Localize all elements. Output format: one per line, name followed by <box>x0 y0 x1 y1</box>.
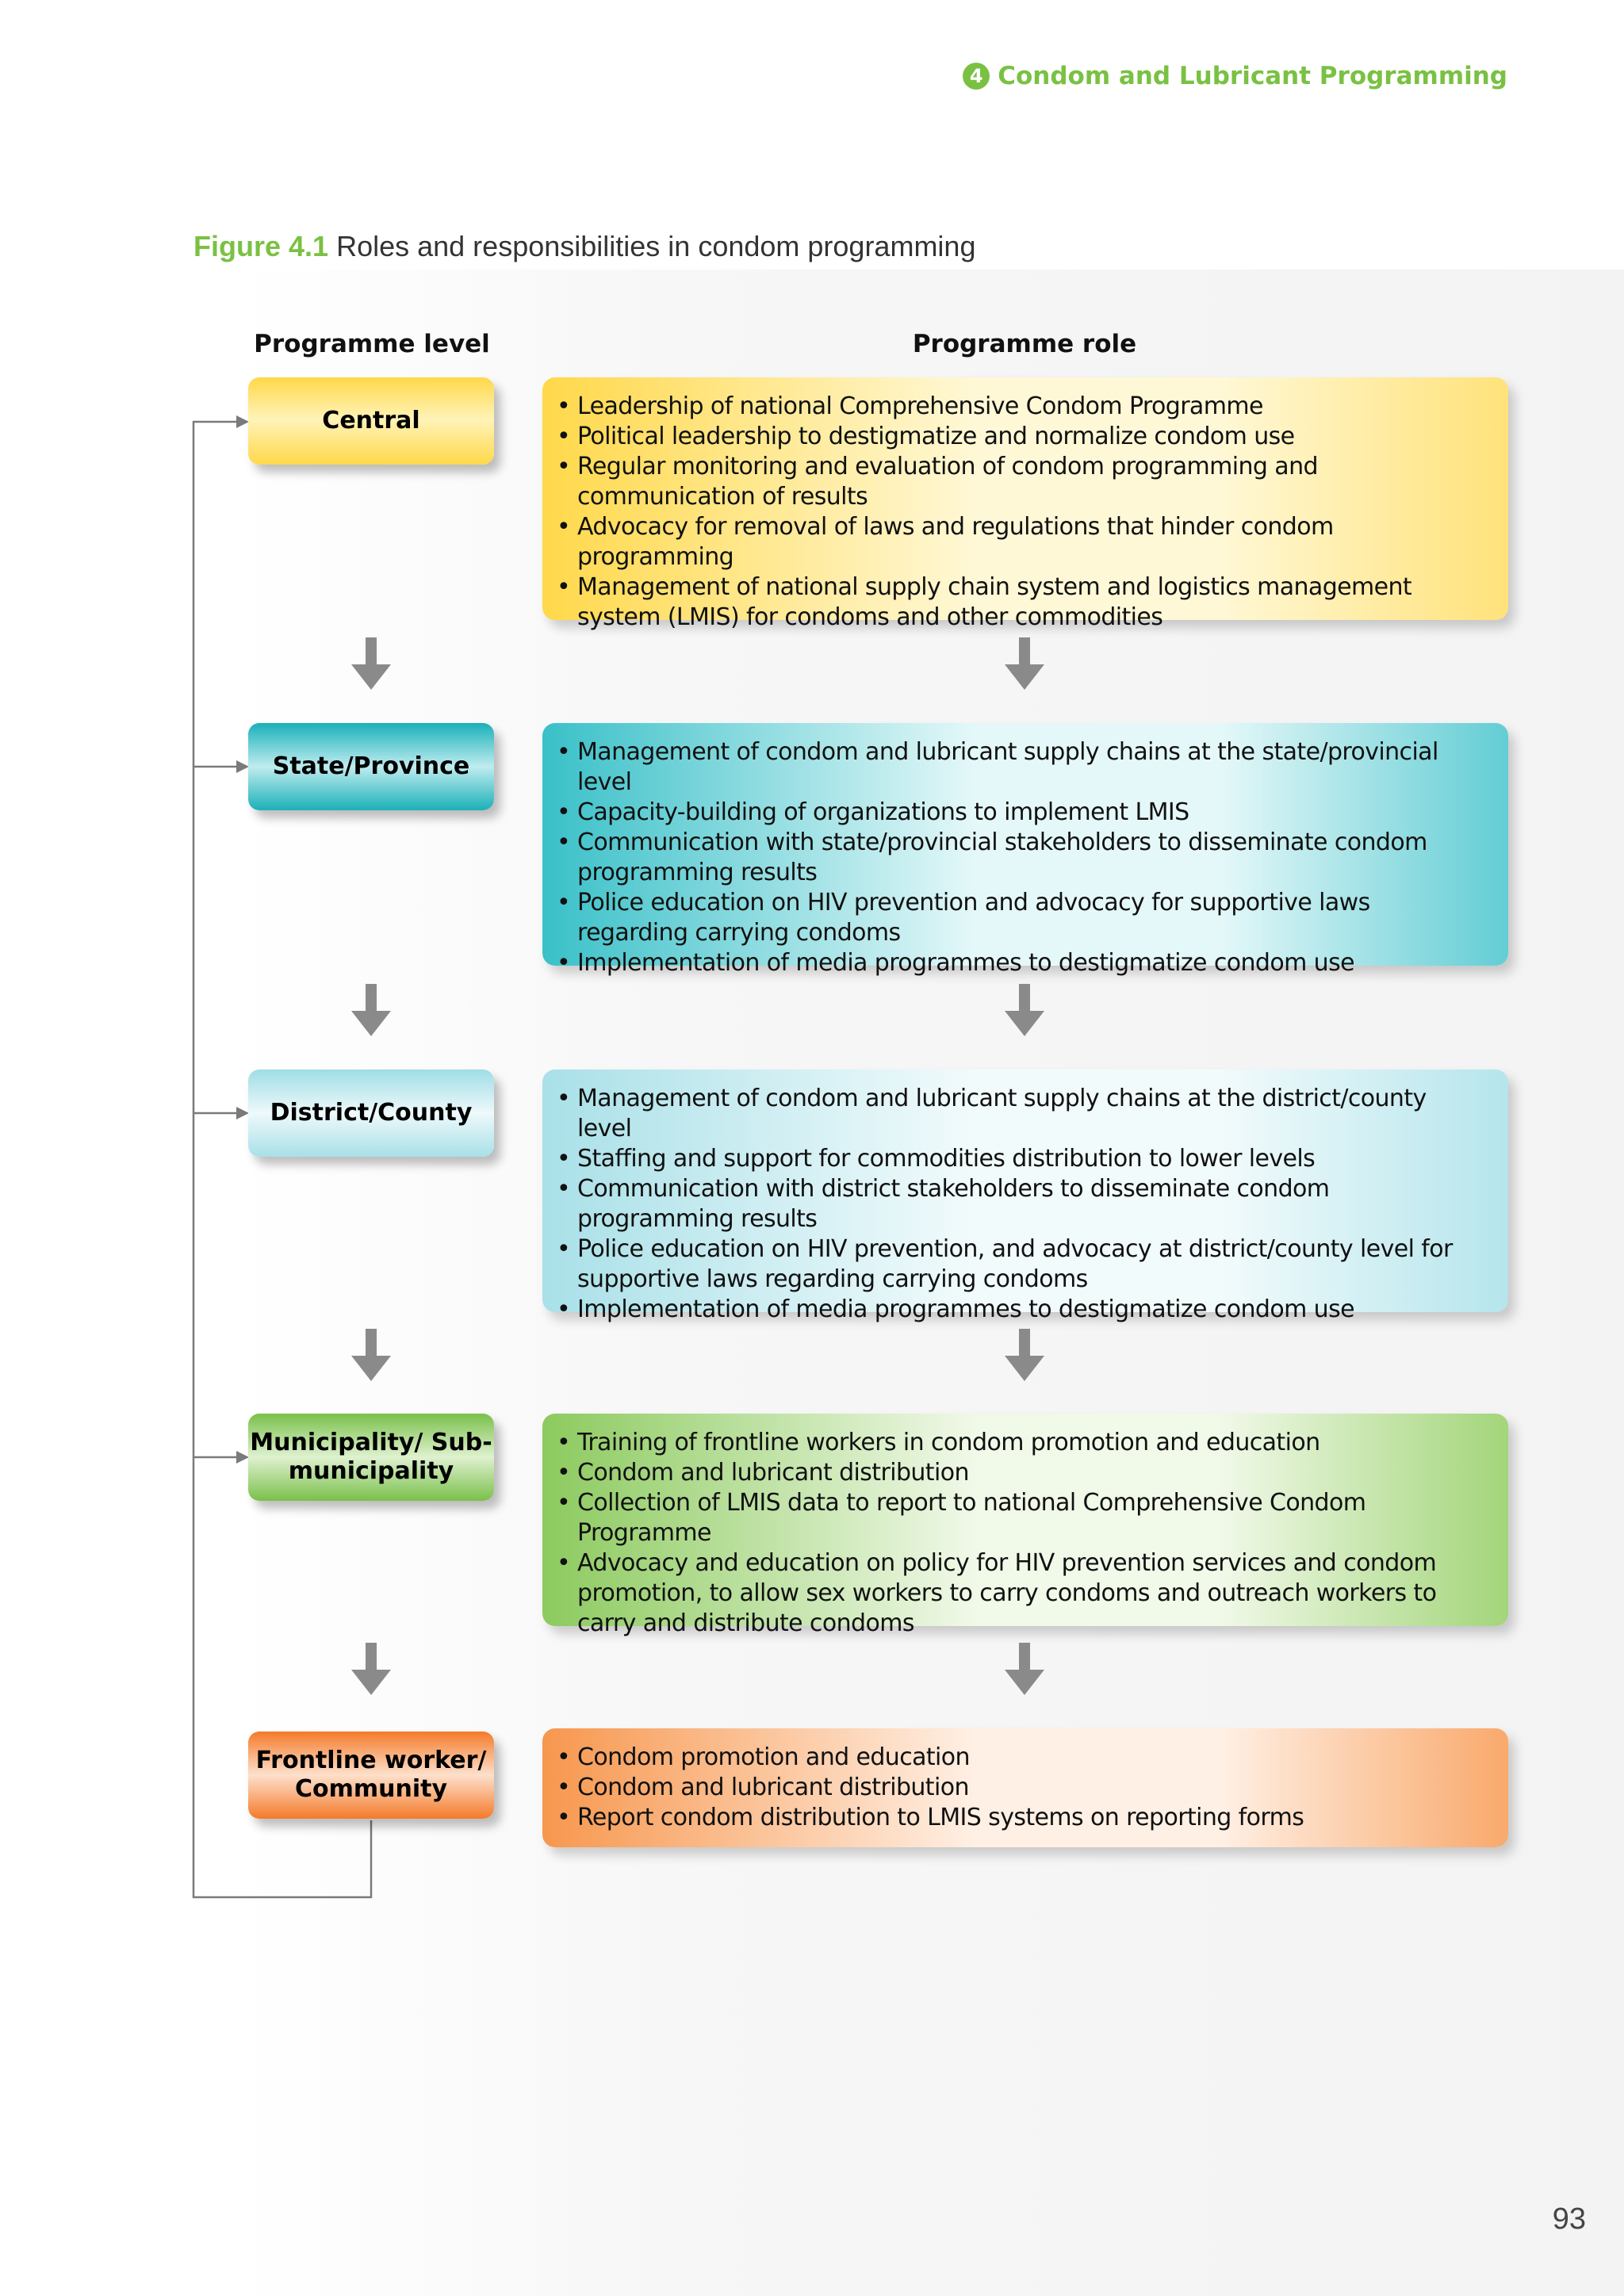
role-item: Collection of LMIS data to report to nat… <box>553 1488 1484 1548</box>
column-header-role: Programme role <box>912 330 1137 358</box>
role-item: Management of national supply chain syst… <box>553 572 1484 633</box>
role-item: Report condom distribution to LMIS syste… <box>553 1803 1484 1833</box>
down-arrow-icon <box>351 637 391 690</box>
role-box-district-county: Management of condom and lubricant suppl… <box>542 1070 1508 1325</box>
figure-label: Figure 4.1 <box>193 230 329 262</box>
role-item: Political leadership to destigmatize and… <box>553 422 1484 452</box>
down-arrow-icon <box>1005 1329 1044 1381</box>
chapter-title: Condom and Lubricant Programming <box>998 62 1507 90</box>
role-item: Training of frontline workers in condom … <box>553 1428 1484 1458</box>
role-item: Advocacy and education on policy for HIV… <box>553 1548 1484 1639</box>
down-arrow-icon <box>1005 1643 1044 1695</box>
page-number: 93 <box>1552 2202 1586 2236</box>
role-item: Leadership of national Comprehensive Con… <box>553 392 1484 422</box>
role-item: Police education on HIV prevention, and … <box>553 1234 1484 1295</box>
down-arrow-icon <box>351 1643 391 1695</box>
down-arrow-icon <box>351 1329 391 1381</box>
role-item: Condom and lubricant distribution <box>553 1773 1484 1803</box>
level-box-frontline: Frontline worker/ Community <box>248 1732 494 1819</box>
level-box-central: Central <box>248 377 494 465</box>
level-box-municipality: Municipality/ Sub-municipality <box>248 1414 494 1501</box>
chapter-header: 4 Condom and Lubricant Programming <box>963 62 1507 90</box>
down-arrow-icon <box>1005 637 1044 690</box>
figure-title: Figure 4.1 Roles and responsibilities in… <box>193 230 975 263</box>
role-item: Condom and lubricant distribution <box>553 1458 1484 1488</box>
role-item: Implementation of media programmes to de… <box>553 1295 1484 1325</box>
role-item: Police education on HIV prevention and a… <box>553 888 1484 948</box>
role-item: Implementation of media programmes to de… <box>553 948 1484 978</box>
column-header-level: Programme level <box>254 330 490 358</box>
role-item: Regular monitoring and evaluation of con… <box>553 452 1484 512</box>
role-item: Staffing and support for commodities dis… <box>553 1144 1484 1174</box>
level-box-district-county: District/County <box>248 1070 494 1157</box>
role-box-frontline: Condom promotion and education Condom an… <box>542 1728 1508 1847</box>
role-item: Capacity-building of organizations to im… <box>553 798 1484 828</box>
role-item: Advocacy for removal of laws and regulat… <box>553 512 1484 572</box>
role-item: Condom promotion and education <box>553 1743 1484 1773</box>
role-item: Communication with state/provincial stak… <box>553 828 1484 888</box>
role-item: Management of condom and lubricant suppl… <box>553 737 1484 798</box>
role-item: Communication with district stakeholders… <box>553 1174 1484 1234</box>
level-box-state-province: State/Province <box>248 723 494 810</box>
role-item: Management of condom and lubricant suppl… <box>553 1084 1484 1144</box>
down-arrow-icon <box>351 984 391 1036</box>
role-box-central: Leadership of national Comprehensive Con… <box>542 377 1508 631</box>
figure-caption: Roles and responsibilities in condom pro… <box>336 230 976 262</box>
role-box-state-province: Management of condom and lubricant suppl… <box>542 723 1508 978</box>
chapter-number-badge: 4 <box>963 63 990 90</box>
role-box-municipality: Training of frontline workers in condom … <box>542 1414 1508 1637</box>
down-arrow-icon <box>1005 984 1044 1036</box>
